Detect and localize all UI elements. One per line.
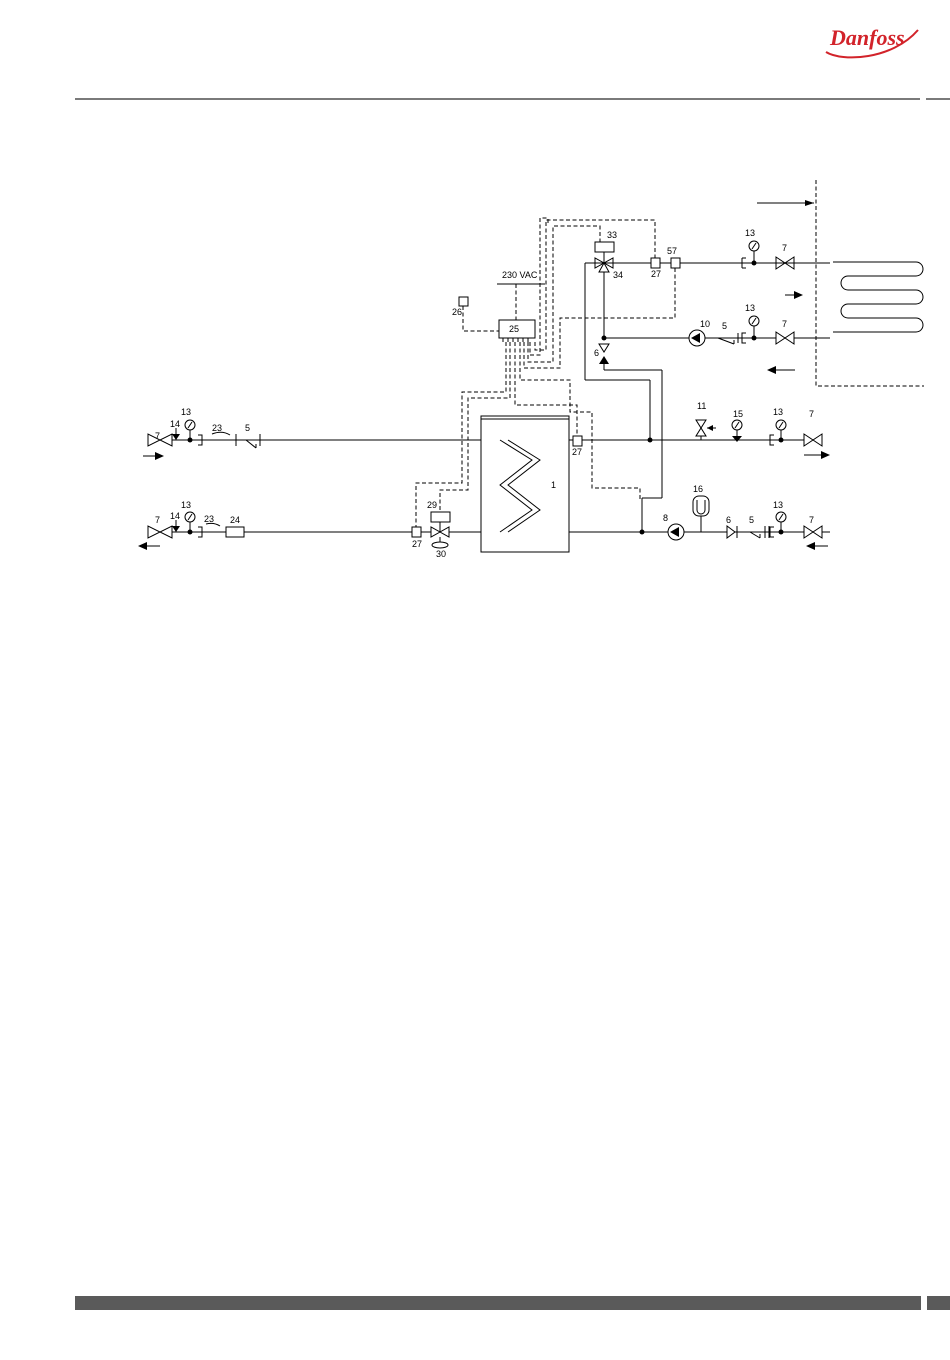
footer-bar	[75, 1296, 921, 1310]
diagram-shape	[573, 436, 582, 446]
component-label: 27	[412, 539, 422, 549]
consumer-boundary	[816, 180, 924, 386]
diagram-shape	[412, 527, 421, 537]
footer-page-tab	[927, 1296, 950, 1310]
diagram-shape	[693, 496, 709, 516]
component-label: 57	[667, 246, 677, 256]
diagram-shape	[805, 200, 814, 206]
diagram-shape	[806, 542, 815, 550]
component-label: 27	[572, 447, 582, 457]
diagram-shape	[785, 332, 794, 344]
diagram-shape	[524, 267, 675, 368]
component-label: 13	[181, 500, 191, 510]
component-label: 14	[170, 511, 180, 521]
component-label: 11	[697, 401, 706, 411]
diagram-shape	[707, 425, 713, 431]
diagram-shape	[148, 526, 160, 538]
diagram-shape	[599, 344, 609, 352]
diagram-shape	[172, 434, 180, 440]
component-label: 7	[809, 409, 814, 419]
diagram-shape	[804, 526, 813, 538]
diagram-shape	[528, 226, 600, 362]
diagram-shape	[821, 451, 830, 459]
diagram-shape	[459, 297, 468, 306]
diagram-shape	[767, 366, 776, 374]
component-label: 5	[245, 423, 250, 433]
component-label: 7	[155, 431, 160, 441]
component-label: 7	[782, 243, 787, 253]
diagram-shape	[431, 527, 440, 537]
diagram-shape	[160, 526, 172, 538]
component-label: 10	[700, 319, 710, 329]
component-label: 23	[212, 423, 222, 433]
diagram-shape	[535, 220, 655, 350]
component-label: 34	[613, 270, 623, 280]
diagram-shape	[813, 434, 822, 446]
diagram-shape	[431, 512, 450, 522]
diagram-shape	[696, 428, 706, 436]
diagram-shape	[155, 452, 164, 460]
component-label: 15	[733, 409, 743, 419]
component-label: 7	[155, 515, 160, 525]
diagram-shape	[794, 291, 803, 299]
component-label: 8	[663, 513, 668, 523]
diagram-shape	[776, 332, 785, 344]
supply-voltage-label: 230 VAC	[502, 270, 538, 280]
component-label: 16	[693, 484, 703, 494]
diagram-shape	[640, 530, 645, 535]
component-label: 6	[594, 348, 599, 358]
component-label: 1	[551, 480, 556, 490]
diagram-shape	[138, 542, 147, 550]
diagram-shape	[651, 258, 660, 268]
diagram-shape	[599, 356, 609, 364]
diagram-shape	[440, 527, 449, 537]
diagram-shape	[718, 338, 734, 344]
component-label: 24	[230, 515, 240, 525]
component-label: 26	[452, 307, 462, 317]
diagram-shape	[813, 526, 822, 538]
controller-pins	[503, 338, 528, 342]
component-label: 5	[722, 321, 727, 331]
diagram-shape	[696, 420, 706, 428]
component-label: 13	[745, 303, 755, 313]
diagram-shape	[432, 542, 448, 548]
diagram-shape	[172, 526, 180, 532]
component-label: 13	[773, 500, 783, 510]
component-label: 29	[427, 500, 437, 510]
diagram-shape	[648, 438, 653, 443]
component-label: 13	[745, 228, 755, 238]
component-label: 25	[509, 324, 519, 334]
diagram-shape	[160, 434, 172, 446]
component-label: 13	[181, 407, 191, 417]
diagram-shape	[750, 532, 760, 538]
diagram-shape	[463, 306, 499, 331]
component-label: 6	[726, 515, 731, 525]
component-label: 14	[170, 419, 180, 429]
component-label: 33	[607, 230, 617, 240]
diagram-shape	[246, 440, 256, 448]
component-label: 23	[204, 514, 214, 524]
component-label: 7	[809, 515, 814, 525]
component-label: 13	[773, 407, 783, 417]
diagram-shape	[671, 258, 680, 268]
diagram-shape	[226, 527, 244, 537]
component-label: 27	[651, 269, 661, 279]
radiator-coil	[833, 262, 923, 332]
component-label: 7	[782, 319, 787, 329]
diagram-shape	[727, 526, 735, 538]
component-label: 30	[436, 549, 446, 559]
diagram-shape	[732, 436, 742, 442]
diagram-shape	[804, 434, 813, 446]
component-label: 5	[749, 515, 754, 525]
diagram-shape	[595, 242, 614, 252]
